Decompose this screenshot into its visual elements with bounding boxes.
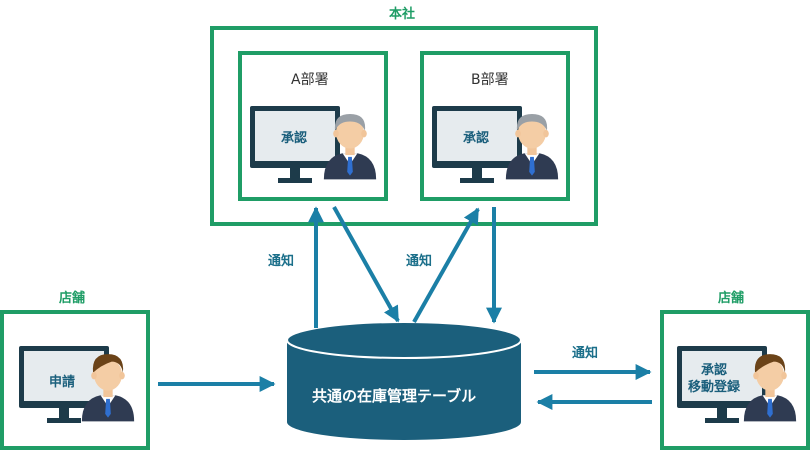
store-right-screen-line-2: 移動登録 xyxy=(688,380,741,395)
store-right-screen-line-1: 承認 xyxy=(701,363,728,378)
arrow-department-a-to-db xyxy=(332,206,400,323)
department-a-screen-text: 承認 xyxy=(281,131,308,146)
notification-center-label: 通知 xyxy=(406,254,433,269)
notification-left-label: 通知 xyxy=(268,254,295,269)
notification-right-label: 通知 xyxy=(572,346,599,361)
department-a-label: A部署 xyxy=(291,72,329,88)
store-left-label: 店舗 xyxy=(59,291,86,306)
store-right-label: 店舗 xyxy=(718,291,745,306)
arrow-db-to-department-b xyxy=(412,207,480,323)
headquarters-label: 本社 xyxy=(389,7,416,22)
database-cylinder-icon xyxy=(286,321,522,440)
department-b-screen-text: 承認 xyxy=(463,131,490,146)
store-left-screen-text: 申請 xyxy=(49,375,76,390)
database-label: 共通の在庫管理テーブル xyxy=(312,387,477,405)
department-b-label: B部署 xyxy=(471,72,509,88)
store-right-screen-text: 承認 移動登録 xyxy=(688,362,740,396)
